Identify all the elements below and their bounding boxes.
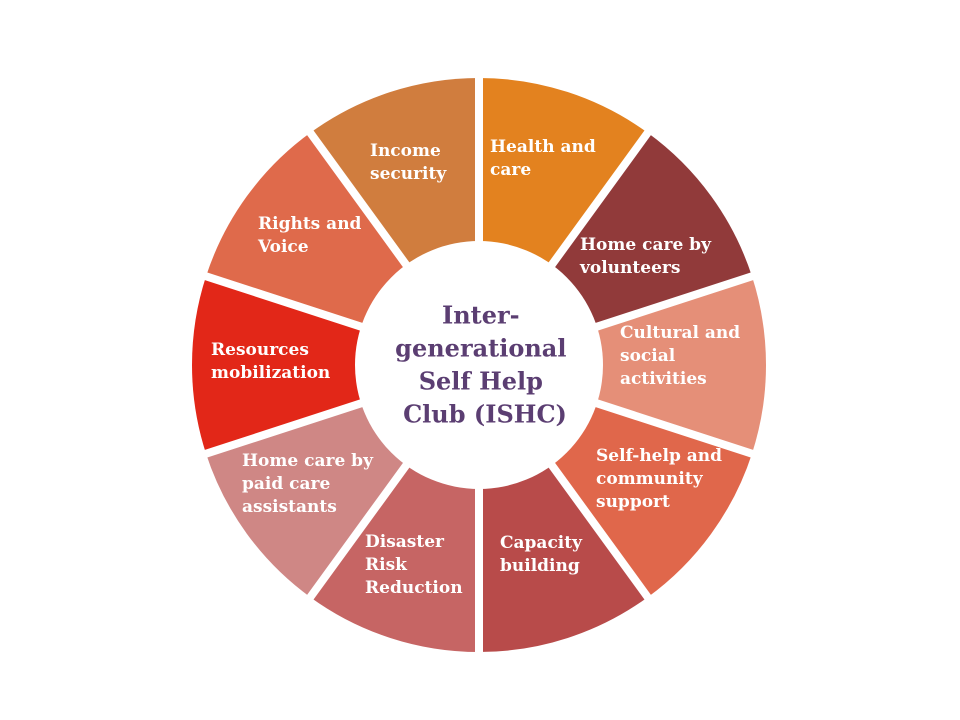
segment-label-line: assistants [242,497,337,517]
segment-label-line: activities [620,369,707,389]
segment-label-line: Self-help and [596,446,722,466]
segment-label-line: Resources [211,340,309,360]
segment-label-line: Reduction [365,578,463,598]
segment-label-line: Capacity [500,533,583,553]
segment-label-line: Rights and [258,214,362,234]
segment-label-line: security [370,164,447,184]
segment-label-line: support [596,492,670,512]
segment-label-health-and-care: Health and care [490,137,596,180]
segment-label-line: mobilization [211,363,330,383]
center-title-line: Club (ISHC) [403,400,567,429]
segment-label-line: social [620,346,676,366]
segment-label-line: paid care [242,474,330,494]
segment-label-line: Risk [365,555,408,575]
segment-resources-mobilization [192,276,479,454]
segment-label-line: Voice [257,237,309,257]
segment-label-income-security: Income security [370,141,447,184]
segment-label-line: Health and [490,137,596,157]
segment-label-line: volunteers [579,258,680,278]
segment-label-line: Disaster [365,532,445,552]
segment-label-line: care [490,160,531,180]
segment-label-line: Cultural and [620,323,740,343]
segment-label-line: building [500,556,580,576]
segment-label-home-care-volunteers: Home care by volunteers [579,235,712,278]
center-circle [355,241,603,489]
center-title-line: generational [395,334,566,363]
center-title-line: Self Help [419,367,543,396]
segment-label-resources-mobilization: Resources mobilization [211,340,330,383]
segment-label-line: Home care by [580,235,712,255]
segment-label-line: Income [370,141,441,161]
segment-label-capacity-building: Capacity building [500,533,583,576]
center-title: Inter- generational Self Help Club (ISHC… [395,301,575,429]
segment-label-cultural-social: Cultural and social activities [620,323,740,389]
segment-label-line: Home care by [242,451,374,471]
segment-label-self-help-community: Self-help and community support [596,446,722,512]
segment-cultural-social [479,276,766,454]
segment-label-line: community [596,469,704,489]
segment-label-home-care-paid: Home care by paid care assistants [242,451,374,517]
center-title-line: Inter- [442,301,520,330]
